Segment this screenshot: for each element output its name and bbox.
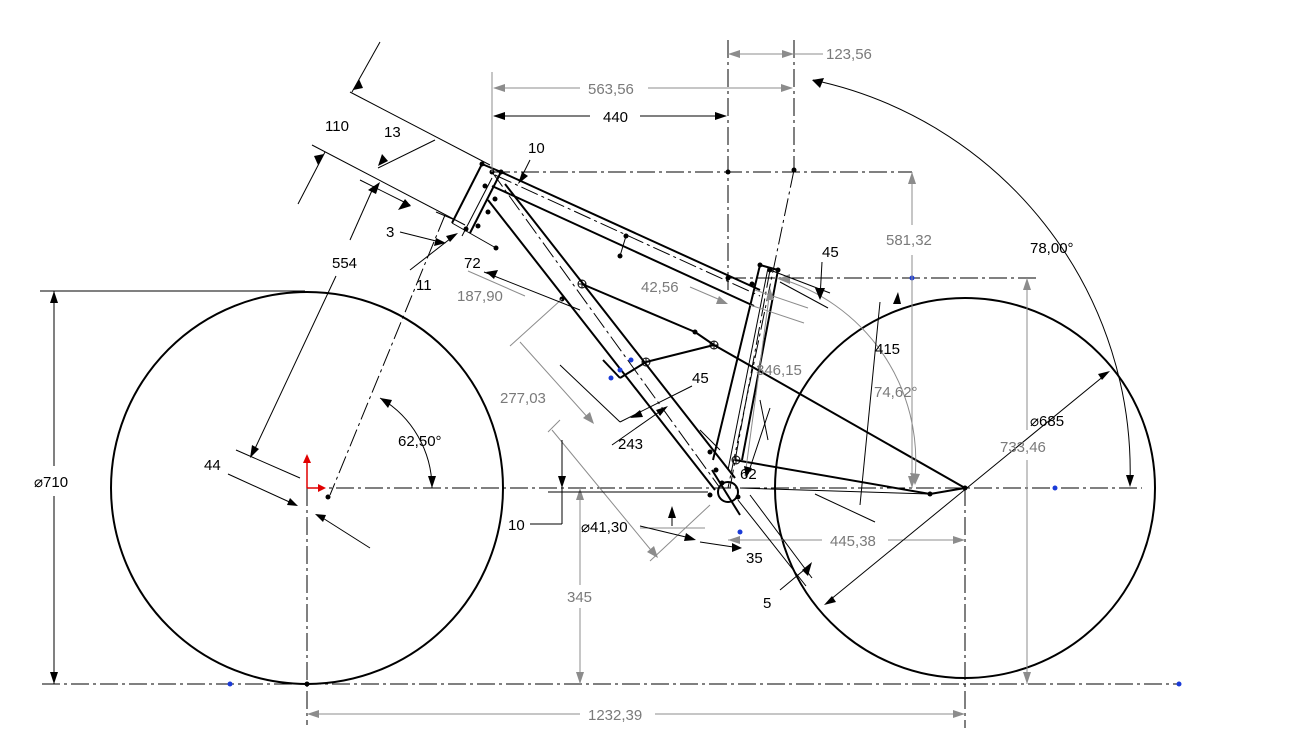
dim-110: 110 (325, 118, 349, 135)
dim-10-top: 10 (528, 140, 545, 157)
diameter-symbol: ⌀ (1030, 413, 1039, 430)
dim-45-mid: 45 (692, 370, 709, 387)
dim-74-62: 74,62° (874, 384, 918, 401)
dim-685: 685 (1039, 413, 1064, 430)
top-tube (491, 171, 761, 307)
dim-445-38: 445,38 (830, 533, 876, 550)
dim-710: 710 (43, 474, 68, 491)
svg-text:⌀685: ⌀685 (1030, 413, 1064, 430)
dim-45-top: 45 (822, 244, 839, 261)
dim-62-50: 62,50° (398, 433, 442, 450)
driven-dimensions (307, 50, 1031, 718)
centerlines (42, 40, 1180, 728)
dim-11: 11 (416, 277, 432, 294)
svg-text:⌀710: ⌀710 (34, 474, 68, 491)
dim-1232-39: 1232,39 (588, 707, 642, 724)
origin-icon (303, 454, 326, 492)
svg-text:⌀41,30: ⌀41,30 (581, 519, 628, 536)
dim-3: 3 (386, 224, 394, 241)
chain-stay (734, 459, 966, 495)
dim-44: 44 (204, 457, 221, 474)
dim-345: 345 (567, 589, 592, 606)
diameter-symbol: ⌀ (34, 474, 43, 491)
dim-346-15: 346,15 (756, 362, 802, 379)
dim-563-56: 563,56 (588, 81, 634, 98)
dim-123-56: 123,56 (826, 46, 872, 63)
rear-wheel (774, 297, 1156, 679)
dim-243: 243 (618, 436, 643, 453)
pivot-markers (577, 279, 741, 465)
bottom-bracket (717, 481, 739, 503)
dimension-labels: 123,56 563,56 440 110 13 10 3 11 554 72 … (34, 46, 1074, 724)
dim-581-32: 581,32 (886, 232, 932, 249)
dim-13: 13 (384, 124, 401, 141)
dim-62: 62 (740, 466, 757, 483)
dim-41-30: 41,30 (590, 519, 628, 536)
down-tube (487, 183, 736, 491)
dim-42-56: 42,56 (641, 279, 679, 296)
dim-277-03: 277,03 (500, 390, 546, 407)
dim-35: 35 (746, 550, 763, 567)
dim-5: 5 (763, 595, 771, 612)
dim-10-bb: 10 (508, 517, 525, 534)
dim-415: 415 (875, 341, 900, 358)
dim-554: 554 (332, 255, 357, 272)
head-tube (435, 163, 502, 249)
dim-733-46: 733,46 (1000, 439, 1046, 456)
dim-72: 72 (464, 255, 481, 272)
driving-dimensions (40, 41, 1134, 684)
dim-78: 78,00° (1030, 240, 1074, 257)
dim-187-90: 187,90 (457, 288, 503, 305)
sketch-points (227, 161, 1182, 687)
diameter-symbol: ⌀ (581, 519, 590, 536)
dim-440: 440 (603, 109, 628, 126)
